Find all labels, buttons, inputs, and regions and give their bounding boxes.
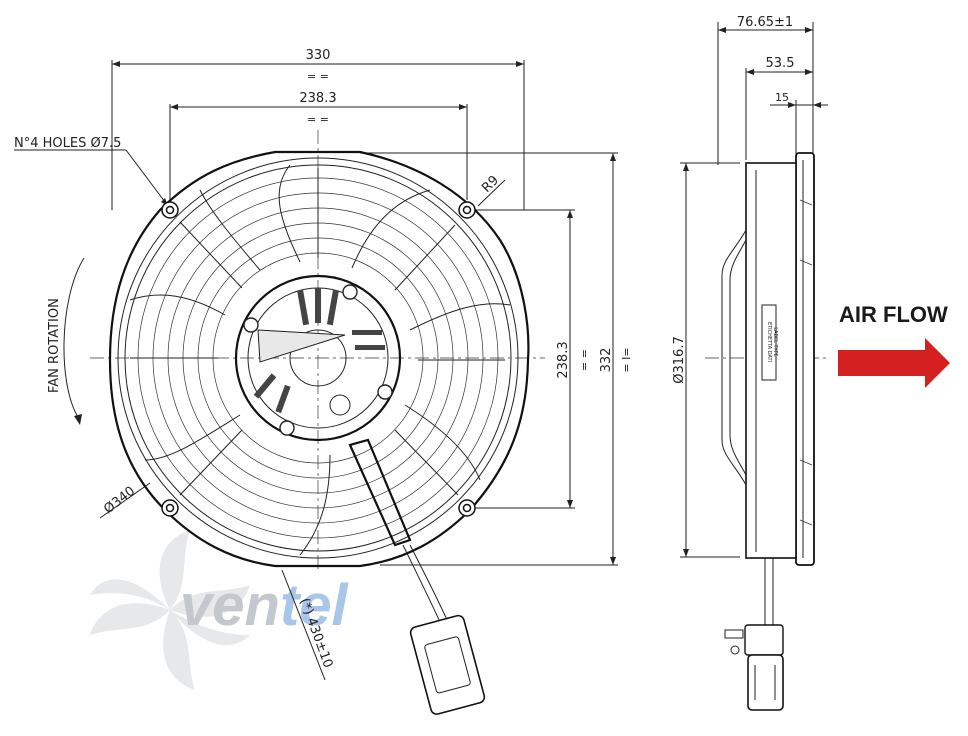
cable-arm <box>348 438 412 547</box>
fan-front-view <box>108 150 530 715</box>
equal-mark-v: = = <box>578 349 591 371</box>
equal-mark-2: = = <box>307 113 329 126</box>
side-flange <box>795 152 815 566</box>
holes-note: N°4 HOLES Ø7.5 <box>14 136 121 151</box>
dim-hole-spacing-v: 238.3 <box>556 341 571 378</box>
front-connector <box>409 614 486 715</box>
equal-mark-v2: = I= <box>620 347 633 372</box>
dim-diameter: Ø316.7 <box>672 336 687 383</box>
watermark-text: ventel <box>180 573 350 638</box>
diameter-note: Ø340 <box>101 484 138 517</box>
label-line1: ETICHETTA DATI <box>766 322 772 362</box>
watermark-fan-icon <box>90 530 250 690</box>
fan-housing <box>108 150 530 568</box>
watermark-tel: tel <box>280 573 350 638</box>
dim-overall-height: 332 <box>599 348 614 373</box>
dim-depth-total: 76.65±1 <box>737 15 793 30</box>
label-plate <box>761 304 777 381</box>
front-dimensions: 330 = = 238.3 = = 238.3 = = 332 = I= N°4… <box>14 48 633 681</box>
equal-mark-1: = = <box>307 70 329 83</box>
radius-note: R9 <box>479 173 502 196</box>
watermark-ven: ven <box>180 573 280 638</box>
side-connector <box>724 624 784 711</box>
dim-overall-width: 330 <box>306 48 331 63</box>
dim-depth-body: 53.5 <box>766 56 795 71</box>
airflow-label: AIR FLOW <box>839 302 948 327</box>
rotation-arrow <box>63 257 85 421</box>
airflow-arrow-icon <box>838 338 950 388</box>
fan-side-view: ETICHETTA DATI LABEL TYPE <box>721 152 815 711</box>
motor-hub <box>234 274 402 442</box>
dim-flange: 15 <box>775 91 789 104</box>
mounting-holes <box>161 201 476 517</box>
rotation-label: FAN ROTATION <box>47 298 62 393</box>
side-dimensions: 76.65±1 53.5 15 Ø316.7 <box>672 15 830 558</box>
label-line2: LABEL TYPE <box>772 327 778 357</box>
dim-hole-spacing-h: 238.3 <box>299 91 336 106</box>
